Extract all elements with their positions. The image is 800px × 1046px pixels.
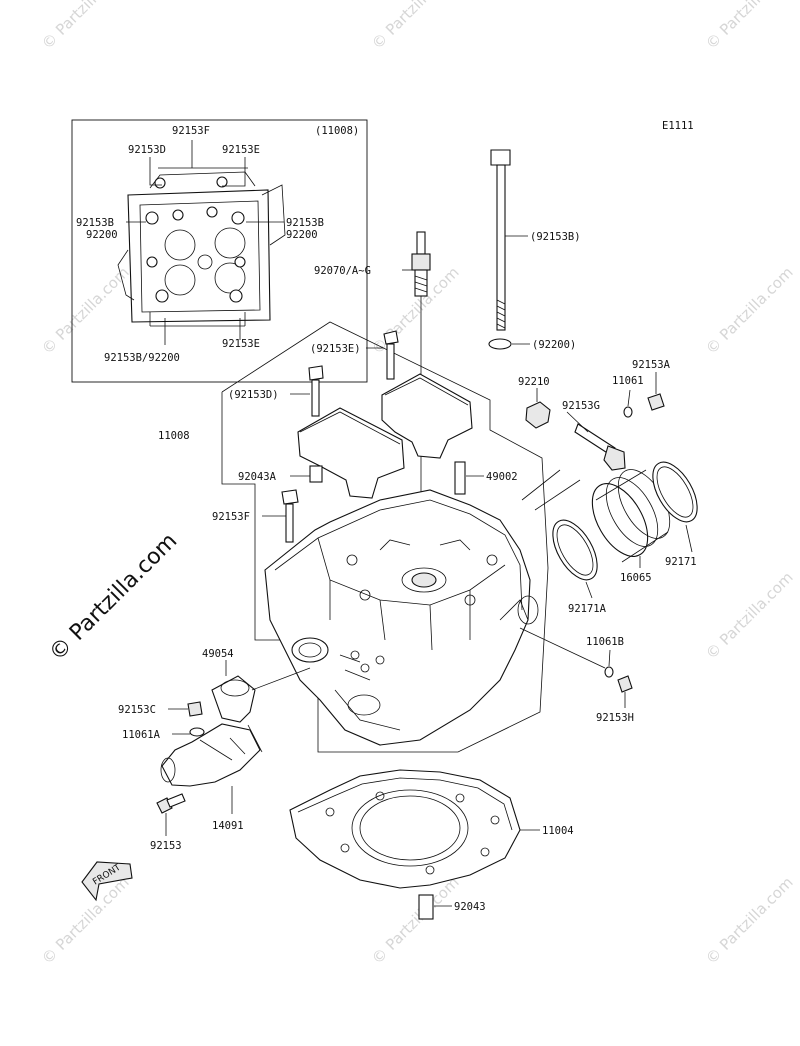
bolt-92153h	[617, 675, 633, 693]
watermark: © Partzilla.com	[38, 0, 133, 53]
washer-92200	[488, 338, 512, 350]
inset-label-right-washer: 92200	[286, 229, 318, 241]
cylinder-head	[264, 489, 539, 746]
bolt-92153a	[647, 393, 665, 411]
intake-duct	[591, 469, 671, 563]
washer-11061b	[604, 666, 614, 678]
callout-92210: 92210	[518, 376, 550, 388]
inset-border	[71, 119, 368, 383]
callout-11061: 11061	[612, 375, 644, 387]
watermark: © Partzilla.com	[702, 0, 797, 53]
brand-watermark: © Partzilla.com	[45, 529, 183, 667]
inset-label-upper-left: 92153D	[128, 144, 166, 156]
head-gasket	[289, 769, 540, 889]
callout-92171a: 92171A	[568, 603, 607, 615]
watermark: © Partzilla.com	[702, 568, 797, 663]
callout-11004: 11004	[542, 825, 574, 837]
watermark: © Partzilla.com	[38, 263, 133, 358]
callout-92153g: 92153G	[562, 400, 600, 412]
inset-label-right-bolt: 92153B	[286, 217, 324, 229]
bolt-92153	[156, 793, 186, 836]
callout-16065: 16065	[620, 572, 652, 584]
watermark: © Partzilla.com	[368, 873, 463, 968]
callout-92153a: 92153A	[632, 359, 671, 371]
callout-92153e: (92153E)	[310, 343, 361, 355]
thermostat	[211, 667, 311, 723]
bolt-92153d	[290, 365, 324, 417]
inset-label-left-washer: 92200	[86, 229, 118, 241]
callout-92153b: (92153B)	[530, 231, 581, 243]
inset-label-upper-right: 92153E	[222, 144, 260, 156]
watermark: © Partzilla.com	[38, 873, 133, 968]
inset-group-label: (11008)	[315, 125, 359, 137]
watermark: © Partzilla.com	[702, 263, 797, 358]
diagram-code: E1111	[662, 120, 694, 132]
callout-11061a: 11061A	[122, 729, 161, 741]
valve-guide	[454, 461, 484, 495]
inset-label-top: 92153F	[172, 125, 210, 137]
callout-11008: 11008	[158, 430, 190, 442]
inset-head-outline	[127, 189, 271, 323]
assembly-bracket	[221, 321, 549, 753]
washer-11061	[623, 406, 633, 418]
cam-cap-left	[297, 407, 405, 499]
dowel-92043	[418, 894, 434, 920]
watermark: © Partzilla.com	[702, 873, 797, 968]
washer-11061a	[189, 727, 205, 737]
inset-label-bottom-left: 92153B/92200	[104, 352, 180, 364]
callout-92043: 92043	[454, 901, 486, 913]
inset-label-bottom-right: 92153E	[222, 338, 260, 350]
bolt-92153g	[566, 411, 626, 471]
callout-92153c: 92153C	[118, 704, 156, 716]
callout-49002: 49002	[486, 471, 518, 483]
clamp-92171	[652, 461, 698, 553]
callout-92153f: 92153F	[212, 511, 250, 523]
callout-49054: 49054	[202, 648, 234, 660]
callout-92070: 92070/A~G	[314, 265, 371, 277]
callout-92171: 92171	[665, 556, 697, 568]
callout-92153d: (92153D)	[228, 389, 279, 401]
dowel-92043a	[309, 465, 323, 483]
nut-92210	[525, 401, 551, 429]
long-head-bolt	[490, 149, 528, 331]
inset-label-left-bolt: 92153B	[76, 217, 114, 229]
bolt-92153f	[262, 489, 299, 543]
water-pipe	[160, 723, 263, 814]
bolt-92153e	[366, 330, 399, 380]
inset-panel	[71, 119, 368, 383]
watermark: © Partzilla.com	[368, 0, 463, 53]
callout-11061b: 11061B	[586, 636, 624, 648]
callout-92153h: 92153H	[596, 712, 634, 724]
callout-92043a: 92043A	[238, 471, 277, 483]
callout-92200: (92200)	[532, 339, 576, 351]
clamp-92171a	[552, 519, 598, 599]
callout-92153: 92153	[150, 840, 182, 852]
callout-14091: 14091	[212, 820, 244, 832]
bolt-92153c	[187, 701, 203, 717]
